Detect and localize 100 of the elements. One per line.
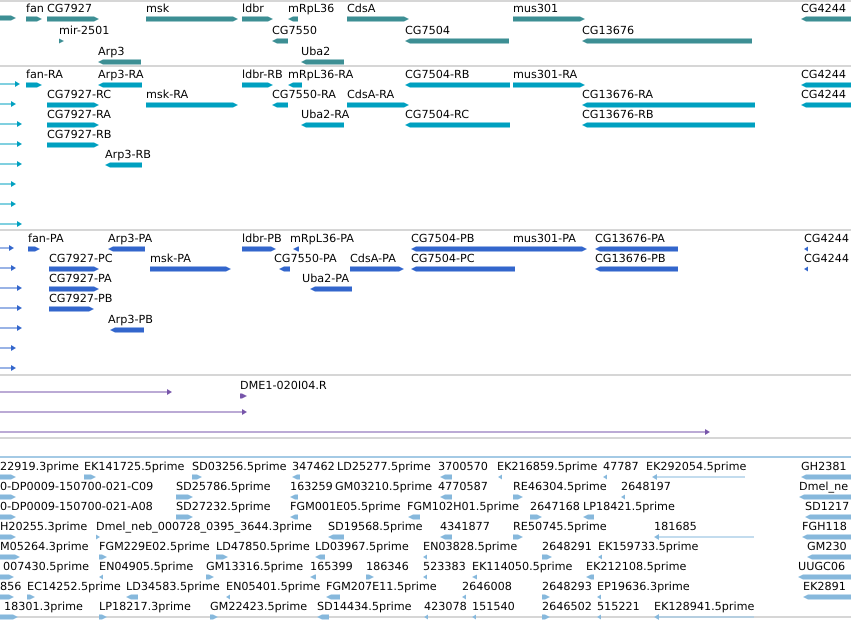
feature-label: CG4244 — [804, 232, 849, 246]
feature-label: fan-PA — [28, 232, 64, 246]
feature-label: 4770587 — [438, 480, 488, 494]
feature-label: EK292054.5prime — [646, 460, 746, 474]
feature-label: CG7927-PB — [49, 292, 112, 306]
feature-label: mus301 — [513, 2, 558, 16]
feature-label: GH2381 — [801, 460, 847, 474]
feature-label: 47787 — [603, 460, 639, 474]
feature-label: 007430.5prime — [3, 560, 89, 574]
feature-label: msk-RA — [146, 88, 188, 102]
feature-label: Arp3-RB — [105, 148, 151, 162]
feature-label: CG7550 — [272, 24, 317, 38]
feature-label: 2646502 — [542, 600, 592, 614]
feature-label: mus301-RA — [513, 68, 578, 82]
feature-label: CG4244 — [804, 252, 849, 266]
feature-label: LD03967.5prime — [315, 540, 409, 554]
feature-label: SD14434.5prime — [317, 600, 412, 614]
feature-label: ldbr-RB — [242, 68, 283, 82]
feature-label: 2647168 — [530, 500, 580, 514]
feature-label: CG7927-PA — [49, 272, 112, 286]
feature-label: CG7550-RA — [272, 88, 336, 102]
feature-label: 0-DP0009-150700-021-C09 — [0, 480, 154, 494]
feature-label: CG7927-RA — [47, 108, 111, 122]
feature-label: ldbr — [242, 2, 264, 16]
feature-label: EK216859.5prime — [497, 460, 598, 474]
feature-label: DME1-020I04.R — [240, 379, 327, 393]
feature-label: CG7927-RB — [47, 128, 112, 142]
feature-label: LD34583.5prime — [126, 580, 220, 594]
feature-label: EN03828.5prime — [423, 540, 518, 554]
feature-label: CG7504-RC — [405, 108, 470, 122]
feature-label: CdsA-PA — [350, 252, 396, 266]
feature-label: 151540 — [472, 600, 515, 614]
feature-label: CG13676-PB — [595, 252, 666, 266]
feature-label: EN05401.5prime — [226, 580, 320, 594]
feature-label: 163259 — [290, 480, 333, 494]
feature-label: 165399 — [310, 560, 353, 574]
feature-label: SD03256.5prime — [192, 460, 287, 474]
feature-label: Uba2 — [301, 45, 330, 59]
feature-label: SD25786.5prime — [176, 480, 271, 494]
feature-label: Arp3-PB — [108, 313, 153, 327]
feature-label: EK2891 — [803, 580, 846, 594]
feature-label: Arp3 — [98, 45, 124, 59]
feature-label: 18301.3prime — [4, 600, 83, 614]
feature-label: CG7504 — [405, 24, 450, 38]
feature-label: 2648293 — [542, 580, 592, 594]
feature-label: SD1217 — [805, 500, 850, 514]
feature-label: UUGC06 — [798, 560, 846, 574]
feature-label: FGH118 — [802, 520, 847, 534]
feature-label: LD47850.5prime — [216, 540, 310, 554]
feature-label: CG4244 — [801, 88, 846, 102]
feature-label: CG13676 — [582, 24, 634, 38]
feature-label: LD25277.5prime — [337, 460, 431, 474]
feature-label: 347462 — [292, 460, 335, 474]
feature-label: 523383 — [423, 560, 466, 574]
feature-label: CG7504-PC — [411, 252, 475, 266]
feature-label: EN04905.5prime — [99, 560, 194, 574]
feature-label: mRpL36-RA — [288, 68, 354, 82]
feature-label: GM230 — [807, 540, 847, 554]
feature-label: ldbr-PB — [242, 232, 282, 246]
feature-label: fan — [26, 2, 44, 16]
feature-label: Arp3-RA — [98, 68, 144, 82]
feature-label: Uba2-RA — [301, 108, 350, 122]
feature-label: CG7504-PB — [411, 232, 474, 246]
feature-label: CG7504-RB — [405, 68, 470, 82]
feature-label: CG13676-RB — [582, 108, 654, 122]
feature-label: CdsA — [347, 2, 376, 16]
feature-label: EC14252.5prime — [27, 580, 121, 594]
feature-label: 22919.3prime — [0, 460, 79, 474]
feature-label: CG4244 — [801, 2, 846, 16]
feature-label: LP18421.5prime — [583, 500, 675, 514]
feature-label: mus301-PA — [513, 232, 576, 246]
feature-label: GM22423.5prime — [210, 600, 308, 614]
feature-label: Dmel_neb_000728_0395_3644.3prime — [96, 520, 312, 534]
feature-label: CG7927-PC — [49, 252, 113, 266]
feature-label: msk — [146, 2, 170, 16]
feature-label: CG7927 — [47, 2, 92, 16]
feature-label: Arp3-PA — [108, 232, 152, 246]
feature-label: 2648197 — [621, 480, 671, 494]
feature-label: msk-PA — [150, 252, 191, 266]
feature-label: EK159733.5prime — [598, 540, 698, 554]
feature-label: 0-DP0009-150700-021-A08 — [0, 500, 153, 514]
feature-label: LP18217.3prime — [99, 600, 191, 614]
feature-label: M05264.3prime — [0, 540, 89, 554]
feature-label: 856 — [0, 580, 22, 594]
feature-label: FGM102H01.5prime — [407, 500, 520, 514]
feature-label: FGM207E11.5prime — [326, 580, 437, 594]
feature-label: 423078 — [424, 600, 467, 614]
feature-label: CG13676-PA — [595, 232, 665, 246]
feature-label: EK141725.5prime — [84, 460, 184, 474]
feature-label: H20255.3prime — [0, 520, 88, 534]
feature-label: GM13316.5prime — [206, 560, 304, 574]
feature-label: EK114050.5prime — [472, 560, 572, 574]
feature-label: RE46304.5prime — [513, 480, 607, 494]
feature-label: 3700570 — [438, 460, 488, 474]
feature-label: CG7550-PA — [274, 252, 337, 266]
feature-label: Uba2-PA — [302, 272, 349, 286]
feature-label: 2646008 — [462, 580, 512, 594]
feature-label: 2648291 — [542, 540, 592, 554]
feature-label: mRpL36-PA — [290, 232, 354, 246]
feature-label: EK212108.5prime — [586, 560, 686, 574]
